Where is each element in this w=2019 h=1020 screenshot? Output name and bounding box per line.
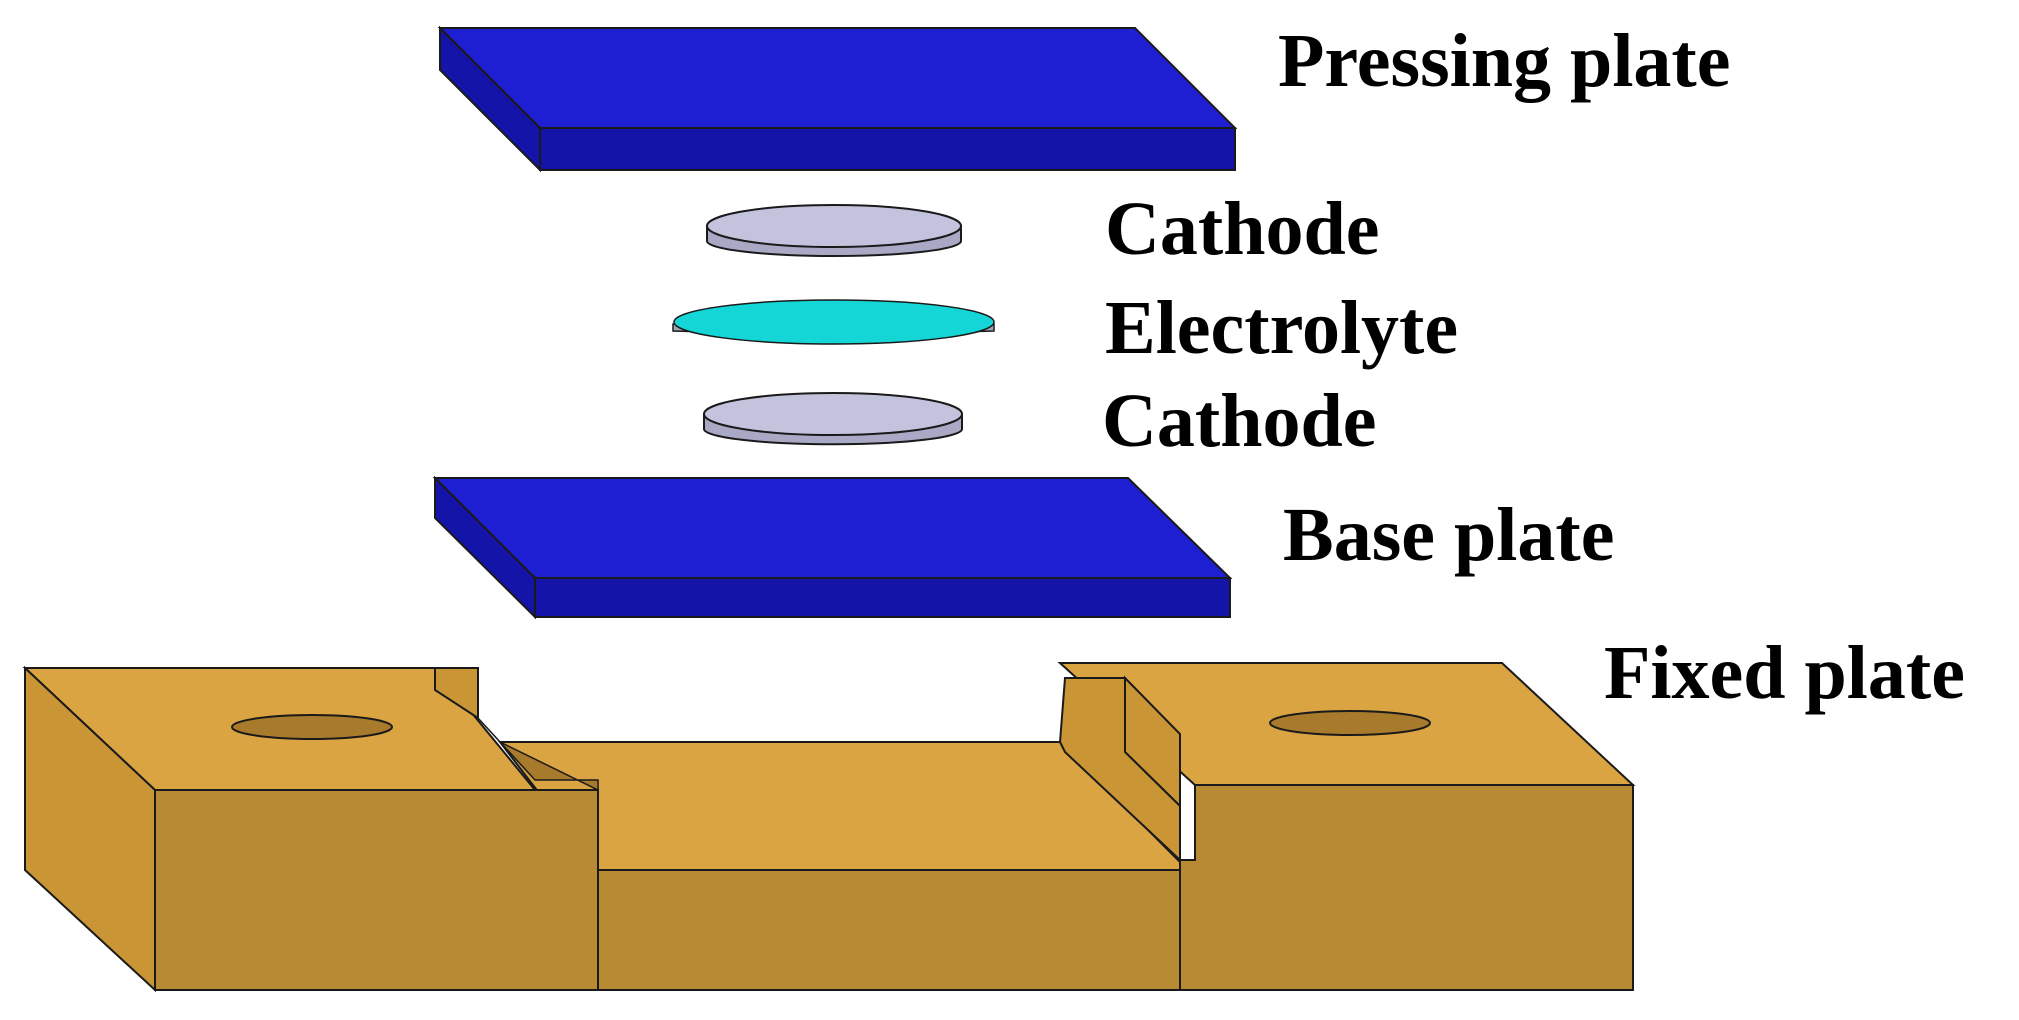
cathode-bottom-disc: [703, 392, 963, 446]
fixed-plate-channel-lip: [477, 717, 599, 792]
pressing-plate-left: [439, 25, 541, 173]
fixed-plate: [22, 662, 1636, 993]
pressing-plate: [437, 25, 1238, 173]
fixed-plate-right-hole: [1269, 710, 1431, 736]
electrolyte-disc-face: [673, 299, 995, 345]
label-cathode-top: Cathode: [1105, 187, 1379, 271]
fixed-plate-channel-front: [597, 869, 1181, 991]
base-plate-top: [432, 477, 1233, 579]
label-fixed-plate: Fixed plate: [1604, 631, 1965, 715]
cathode-bottom-disc-face: [703, 392, 963, 436]
electrolyte-disc: [672, 299, 995, 345]
cathode-top-disc: [706, 204, 962, 257]
label-cathode-bottom: Cathode: [1102, 379, 1376, 463]
pressing-plate-front: [539, 127, 1236, 171]
label-electrolyte: Electrolyte: [1105, 286, 1458, 370]
base-plate: [432, 475, 1233, 620]
label-pressing-plate: Pressing plate: [1278, 19, 1730, 103]
fixed-plate-left-end: [24, 665, 156, 993]
label-base-plate: Base plate: [1283, 493, 1614, 577]
fixed-plate-channel-wall: [1058, 677, 1181, 863]
fixed-plate-left-hole: [231, 714, 393, 740]
cathode-top-disc-face: [706, 204, 962, 248]
fixed-plate-right-front: [1179, 784, 1634, 991]
base-plate-left: [434, 475, 536, 620]
base-plate-front: [534, 577, 1231, 618]
fixed-plate-left-front: [154, 789, 599, 991]
pressing-plate-top: [437, 27, 1238, 129]
